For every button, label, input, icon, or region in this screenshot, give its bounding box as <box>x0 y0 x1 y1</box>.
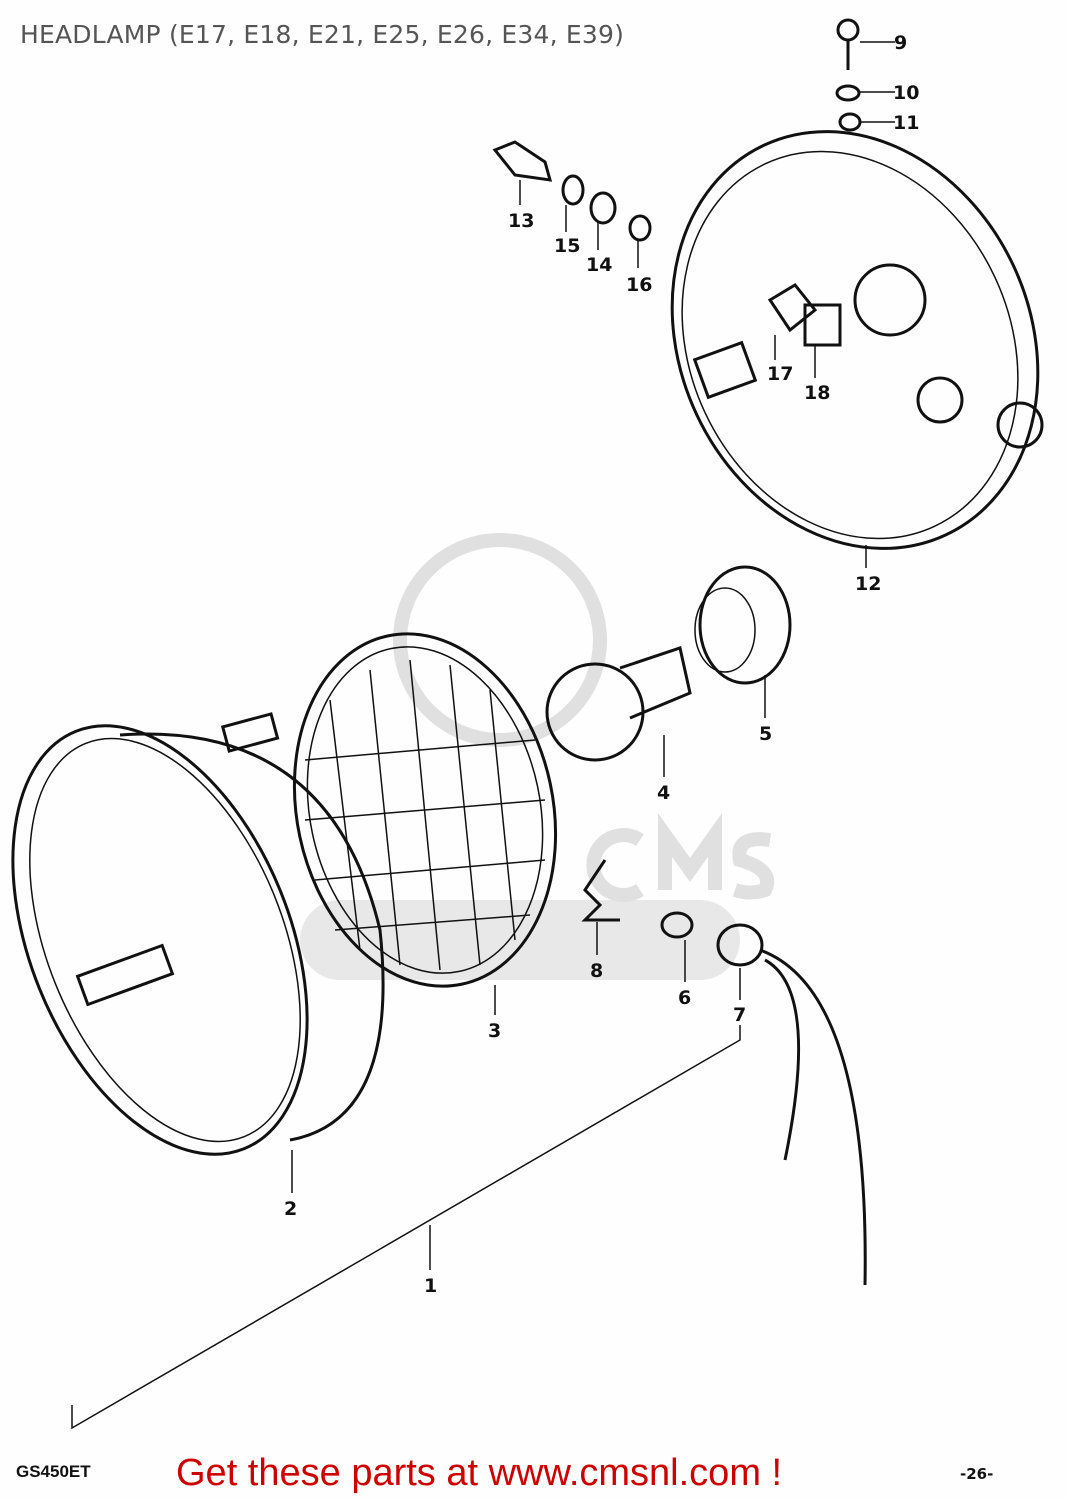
callout-17: 17 <box>767 363 793 385</box>
callout-10: 10 <box>893 82 919 104</box>
callout-2: 2 <box>284 1198 297 1220</box>
model-code: GS450ET <box>16 1462 91 1481</box>
bulb-and-socket <box>545 565 792 762</box>
screws-washers <box>492 18 862 242</box>
callout-1: 1 <box>424 1275 437 1297</box>
callout-12: 12 <box>855 573 881 595</box>
callout-14: 14 <box>586 254 612 276</box>
callout-labels: 1 2 3 4 5 6 7 8 9 10 11 12 13 14 15 16 1… <box>284 32 919 1297</box>
callout-4: 4 <box>657 782 670 804</box>
callout-13: 13 <box>508 210 534 232</box>
promo-link[interactable]: Get these parts at www.cmsnl.com ! <box>176 1452 783 1494</box>
callout-9: 9 <box>894 32 907 54</box>
callout-7: 7 <box>733 1004 746 1026</box>
diagram-title: HEADLAMP (E17, E18, E21, E25, E26, E34, … <box>20 20 625 49</box>
callout-15: 15 <box>554 235 580 257</box>
callout-6: 6 <box>678 987 691 1009</box>
headlamp-lens <box>292 632 558 988</box>
callout-3: 3 <box>488 1020 501 1042</box>
callout-16: 16 <box>626 274 652 296</box>
callout-18: 18 <box>804 382 830 404</box>
cms-watermark <box>300 533 775 980</box>
headlamp-housing <box>670 130 1044 550</box>
pilot-bulb-wiring <box>581 859 867 1286</box>
callout-5: 5 <box>759 723 772 745</box>
callout-8: 8 <box>590 960 603 982</box>
leader-lines <box>71 41 895 1430</box>
page-number: -26- <box>960 1465 994 1483</box>
callout-11: 11 <box>893 112 919 134</box>
headlamp-rim <box>11 712 385 1156</box>
